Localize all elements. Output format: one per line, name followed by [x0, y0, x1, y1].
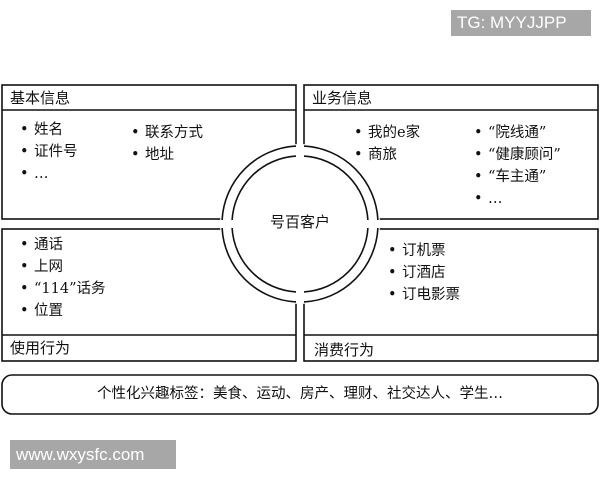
list-item: •姓名	[20, 122, 63, 138]
watermark-bottom: www.wxysfc.com	[10, 440, 176, 469]
consumption-behavior-box	[303, 228, 599, 362]
list-item: •…	[20, 166, 49, 182]
list-item: •通话	[20, 237, 63, 253]
center-label: 号百客户	[269, 213, 330, 231]
business-info-col1: •我的e家 •商旅	[354, 122, 420, 166]
basic-info-col1: •姓名 •证件号 •…	[20, 119, 78, 185]
list-item: •我的e家	[354, 125, 421, 141]
list-item: •商旅	[354, 147, 397, 163]
list-item: •“114”话务	[20, 281, 106, 297]
list-item: •“院线通”	[474, 125, 547, 141]
usage-behavior-list: •通话 •上网 •“114”话务 •位置	[20, 234, 106, 322]
business-info-col2: •“院线通” •“健康顾问” •“车主通” •…	[474, 122, 561, 210]
list-item: •地址	[131, 147, 174, 163]
basic-info-box	[1, 84, 297, 220]
list-item: •订酒店	[388, 265, 446, 281]
consumption-behavior-list: •订机票 •订酒店 •订电影票	[388, 240, 460, 306]
usage-behavior-box	[1, 228, 297, 362]
list-item: •“车主通”	[474, 169, 547, 185]
consumption-behavior-title: 消费行为	[314, 341, 375, 359]
list-item: •联系方式	[131, 125, 203, 141]
list-item: •订机票	[388, 243, 446, 259]
list-item: •位置	[20, 303, 63, 319]
interest-tags-text: 个性化兴趣标签：美食、运动、房产、理财、社交达人、学生…	[97, 386, 503, 402]
basic-info-col2: •联系方式 •地址	[131, 122, 203, 166]
business-info-box	[303, 84, 599, 220]
list-item: •证件号	[20, 144, 78, 160]
basic-info-title: 基本信息	[10, 89, 71, 107]
business-info-title: 业务信息	[312, 89, 373, 107]
list-item: •上网	[20, 259, 63, 275]
list-item: •…	[474, 191, 503, 207]
list-item: •订电影票	[388, 287, 460, 303]
watermark-top: TG: MYYJJPP	[451, 10, 591, 36]
usage-behavior-title: 使用行为	[10, 339, 71, 357]
list-item: •“健康顾问”	[474, 147, 561, 163]
interest-tags-box	[1, 374, 599, 415]
